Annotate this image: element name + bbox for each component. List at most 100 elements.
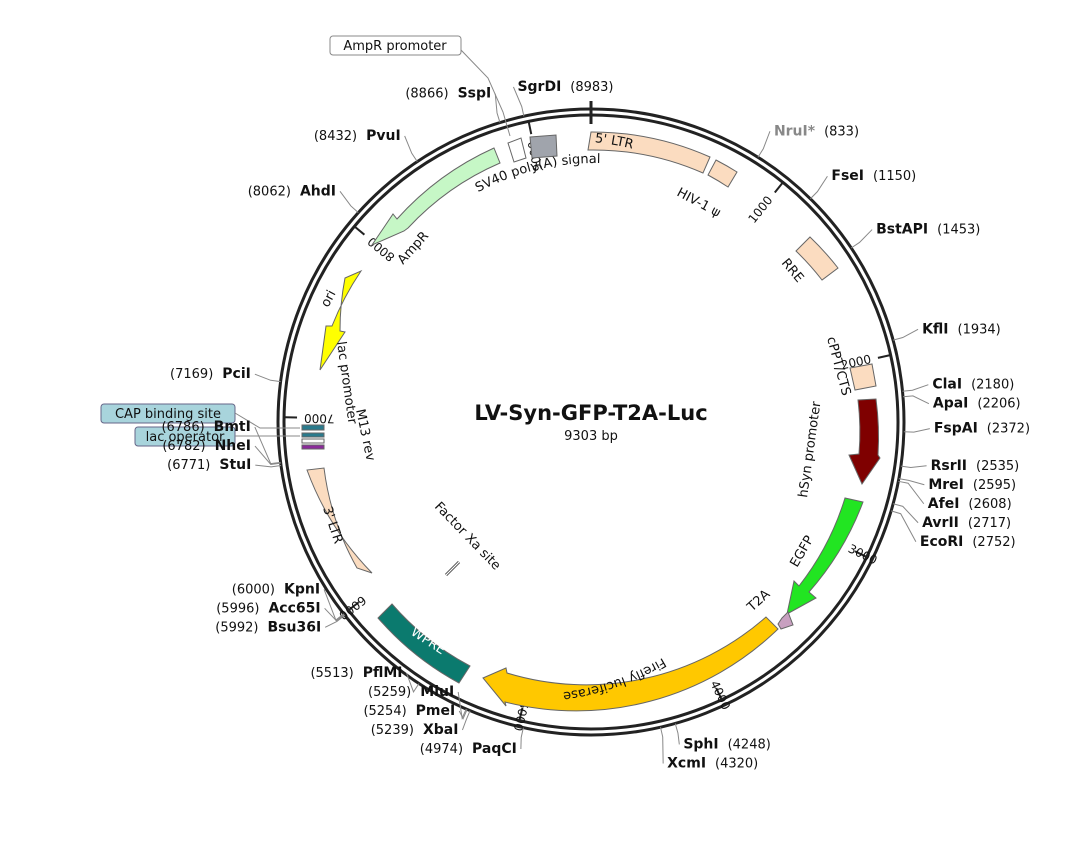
label-factor-xa-site: Factor Xa site (431, 499, 503, 573)
site-rsrii: RsrII(2535) (900, 458, 1020, 474)
svg-text:(5513)PflMI: (5513)PflMI (310, 665, 402, 681)
site-pvui: (8432)PvuI (314, 128, 418, 162)
label-egfp: EGFP (787, 533, 817, 570)
label-ampr: AmpR (395, 229, 432, 268)
feature-cppt (849, 363, 877, 391)
svg-text:FseI(1150): FseI(1150) (831, 168, 916, 184)
scale-tick (774, 182, 784, 194)
svg-text:(5239)XbaI: (5239)XbaI (371, 722, 459, 738)
feature-wpre (377, 603, 471, 684)
svg-text:AfeI(2608): AfeI(2608) (928, 496, 1012, 512)
site-apai: ApaI(2206) (902, 395, 1021, 412)
feature-firefly-luciferase (482, 616, 779, 712)
site-kfli: KflI(1934) (892, 321, 1001, 341)
svg-text:(7169)PciI: (7169)PciI (170, 366, 251, 382)
svg-text:XcmI(4320): XcmI(4320) (667, 755, 758, 771)
site-ahdi: (8062)AhdI (248, 183, 359, 214)
site-kpni: (6000)KpnI (232, 581, 345, 621)
svg-text:(8062)AhdI: (8062)AhdI (248, 183, 336, 199)
site-bmti: (6786)BmtI (161, 419, 281, 465)
feature-hiv-1-psi (707, 159, 738, 188)
site-pmei: (5254)PmeI (363, 703, 468, 720)
plasmid-name: LV-Syn-GFP-T2A-Luc (474, 401, 707, 425)
svg-text:SphI(4248): SphI(4248) (683, 736, 771, 752)
site-afei: AfeI(2608) (898, 480, 1012, 512)
feature-ampr-promoter (507, 137, 527, 163)
scale-tick-label: 5000 (511, 700, 532, 733)
site-ecori: EcoRI(2752) (890, 510, 1016, 550)
boxed-label-lac-operator: lac operator (134, 426, 300, 447)
site-clai: ClaI(2180) (902, 377, 1014, 393)
feature-t2a (777, 611, 794, 630)
feature-hsyn-promoter (848, 398, 881, 486)
scale-tick (348, 601, 360, 611)
scale-tick (518, 707, 524, 720)
feature-m13-rev (301, 424, 325, 431)
features (301, 131, 881, 712)
site-nrui: NruI*(833) (757, 123, 859, 158)
site-bsu36i: (5992)Bsu36I (215, 614, 346, 635)
svg-text:ClaI(2180): ClaI(2180) (932, 377, 1014, 393)
svg-text:(8432)PvuI: (8432)PvuI (314, 128, 401, 144)
svg-text:MreI(2595): MreI(2595) (928, 477, 1016, 493)
svg-text:AvrII(2717): AvrII(2717) (922, 515, 1011, 531)
svg-text:SgrDI(8983): SgrDI(8983) (517, 79, 613, 95)
scale-tick (715, 687, 723, 700)
feature-lac-operator-shape (301, 432, 325, 438)
svg-text:(6000)KpnI: (6000)KpnI (232, 581, 320, 597)
site-mlui: (5259)MluI (368, 684, 467, 720)
site-fsei: FseI(1150) (810, 168, 916, 200)
scale-tick (877, 354, 890, 359)
svg-text:RsrII(2535): RsrII(2535) (931, 458, 1020, 474)
svg-text:NruI*(833): NruI*(833) (774, 123, 859, 139)
svg-text:FspAI(2372): FspAI(2372) (934, 421, 1030, 437)
site-sgrdi: SgrDI(8983) (512, 79, 614, 117)
site-acc65i: (5996)Acc65I (216, 600, 345, 622)
boxed-label-ampr-promoter: AmpR promoter (329, 35, 511, 137)
label-t2a: T2A (744, 587, 774, 616)
svg-text:KflI(1934): KflI(1934) (922, 321, 1001, 337)
svg-text:(5992)Bsu36I: (5992)Bsu36I (215, 619, 321, 635)
feature-ori (319, 269, 363, 371)
feature-lac-promoter (301, 438, 325, 444)
feature-sv40-polya (529, 134, 558, 159)
site-xbai: (5239)XbaI (371, 710, 471, 738)
feature-rre (795, 236, 839, 281)
label-hiv-1-psi: HIV-1 ψ (674, 185, 723, 221)
scale-tick (527, 122, 533, 135)
svg-text:(5254)PmeI: (5254)PmeI (363, 703, 455, 719)
site-paqci: (4974)PaqCI (420, 727, 524, 757)
svg-text:CAP binding site: CAP binding site (115, 407, 221, 422)
boxed-label-cap-binding-site: CAP binding site (100, 403, 300, 429)
label-rre: RRE (778, 256, 806, 286)
site-fspai: FspAI(2372) (903, 421, 1030, 437)
svg-text:ApaI(2206): ApaI(2206) (933, 396, 1021, 412)
site-pcii: (7169)PciI (170, 366, 281, 382)
site-pflmi: (5513)PflMI (310, 665, 420, 693)
restriction-sites: SgrDI(8983) NruI*(833) FseI(1150) BstAPI(14… (161, 79, 1030, 772)
svg-text:(6782)NheI: (6782)NheI (162, 438, 251, 454)
scale-tick-label: 7000 (304, 411, 335, 425)
site-stui: (6771)StuI (167, 457, 282, 473)
svg-text:EcoRI(2752): EcoRI(2752) (920, 534, 1016, 550)
svg-text:(6771)StuI: (6771)StuI (167, 457, 251, 473)
scale-tick (854, 550, 867, 558)
svg-text:AmpR promoter: AmpR promoter (343, 39, 447, 54)
feature-cap-site (301, 444, 325, 450)
site-avrii: AvrII(2717) (893, 503, 1011, 531)
site-sphi: SphI(4248) (674, 723, 771, 752)
svg-text:lac operator: lac operator (146, 430, 225, 445)
feature-ampr (370, 147, 501, 247)
feature-3-ltr (306, 467, 373, 574)
site-bstapi: BstAPI(1453) (850, 222, 980, 249)
svg-text:(8866)SspI: (8866)SspI (405, 86, 491, 102)
plasmid-size: 9303 bp (564, 429, 618, 444)
site-sspi: (8866)SspI (405, 86, 501, 123)
svg-text:(4974)PaqCI: (4974)PaqCI (420, 741, 517, 757)
site-mrei: MreI(2595) (898, 477, 1016, 493)
svg-text:(6786)BmtI: (6786)BmtI (161, 419, 250, 435)
feature-egfp (786, 497, 864, 615)
label-ori: ori (318, 288, 339, 310)
label-hsyn-promoter: hSyn promoter (796, 400, 824, 499)
